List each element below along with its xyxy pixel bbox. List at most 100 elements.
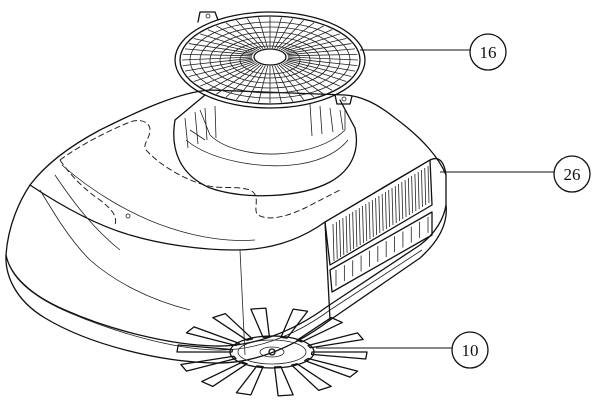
guard-spoke <box>284 62 340 87</box>
fan-blade-petal <box>290 363 332 391</box>
guard-spoke <box>207 63 258 91</box>
guard-spoke <box>284 33 340 52</box>
guard-spoke <box>280 63 324 95</box>
fan-blade <box>176 307 368 397</box>
vent-louver <box>352 211 355 250</box>
guard-spoke <box>200 62 256 87</box>
side-vent-grille <box>324 159 433 293</box>
vent-louver <box>365 203 368 242</box>
vent-louver <box>391 187 394 226</box>
vent-louver <box>378 195 381 234</box>
vent-louver <box>421 169 423 208</box>
fan-guard <box>174 11 366 109</box>
vent-louver <box>332 223 335 262</box>
callout-label-16: 16 <box>480 43 497 62</box>
guard-spoke <box>188 43 254 54</box>
guard-spoke <box>287 57 358 67</box>
vent-louver <box>385 191 387 230</box>
fan-blade-petal <box>304 357 359 378</box>
vent-louver <box>342 217 345 256</box>
vent-louver <box>401 181 404 220</box>
vent-louver <box>345 215 348 254</box>
vent-louver <box>368 201 371 240</box>
guard-spoke <box>274 65 294 102</box>
callout-26: 26 <box>440 155 591 193</box>
vent-louver <box>407 177 410 216</box>
vent-louver <box>427 165 430 204</box>
vent-louver <box>358 207 361 246</box>
guard-spoke <box>280 25 324 51</box>
fan-well <box>173 94 358 197</box>
guard-spoke <box>207 29 258 52</box>
guard-spoke <box>200 33 256 52</box>
vent-louver <box>348 213 351 252</box>
vent-louver <box>414 173 417 212</box>
vent-louver <box>362 205 364 244</box>
vent-louver <box>335 221 338 260</box>
guard-spoke <box>225 64 262 98</box>
callout-label-26: 26 <box>564 165 581 184</box>
guard-spoke <box>286 60 352 77</box>
fan-blade-petal <box>307 332 364 349</box>
guard-spoke <box>258 17 269 49</box>
fan-blade-petal <box>235 365 264 396</box>
guard-spoke <box>258 65 269 103</box>
fan-blade-petal <box>185 326 240 347</box>
guard-spoke <box>182 57 253 67</box>
fan-blade-petal <box>212 313 254 341</box>
fan-blade-petal <box>201 361 248 388</box>
guard-spoke <box>216 63 260 95</box>
guard-spoke <box>285 38 347 53</box>
fan-blade-petal <box>176 344 234 353</box>
guard-spoke <box>282 29 333 52</box>
guard-spoke <box>246 18 266 49</box>
guard-spoke <box>193 38 255 53</box>
fan-blade-petal <box>310 351 368 360</box>
guard-spoke <box>287 56 359 61</box>
guard-spoke <box>271 65 282 103</box>
vent-louver <box>398 183 400 222</box>
fan-blade-petal <box>250 307 271 339</box>
vent-louver <box>375 197 377 236</box>
vent-louver <box>381 193 384 232</box>
callout-16: 16 <box>360 33 507 71</box>
guard-spoke <box>274 18 294 49</box>
vent-louver <box>339 219 341 258</box>
guard-spoke <box>184 48 253 56</box>
guard-spoke <box>188 60 254 77</box>
vent-louver <box>404 179 407 218</box>
guard-spoke <box>278 64 315 98</box>
fan-blade-petal <box>280 308 309 339</box>
guard-spoke <box>285 61 347 82</box>
guard-spoke <box>182 53 253 57</box>
fan-blade-petal <box>296 316 343 343</box>
guard-spoke <box>287 58 356 72</box>
callout-label-10: 10 <box>462 341 479 360</box>
guard-spoke <box>286 43 352 54</box>
guard-spoke <box>184 58 253 72</box>
vent-louver <box>417 171 420 210</box>
vent-louver <box>411 175 414 214</box>
guard-spoke <box>282 63 333 91</box>
fan-blade-petal <box>180 355 237 372</box>
guard-spoke <box>287 48 356 56</box>
guard-spoke <box>271 17 282 49</box>
vent-louver <box>371 199 374 238</box>
callout-10: 10 <box>316 331 489 369</box>
guard-spoke <box>236 19 264 49</box>
guard-spoke <box>287 53 358 57</box>
guard-spoke <box>276 65 304 100</box>
guard-spoke <box>276 19 304 49</box>
vent-louver <box>355 209 358 248</box>
guard-spoke <box>246 65 266 102</box>
top-panel-outline <box>59 119 341 241</box>
guard-spoke <box>225 22 262 50</box>
vent-louver <box>394 185 397 224</box>
housing-shroud <box>5 89 447 364</box>
fan-blade-petal <box>273 365 294 397</box>
guard-spoke <box>278 22 315 50</box>
vent-louver <box>424 167 427 206</box>
vent-louver <box>388 189 391 228</box>
guard-spoke <box>216 25 260 51</box>
